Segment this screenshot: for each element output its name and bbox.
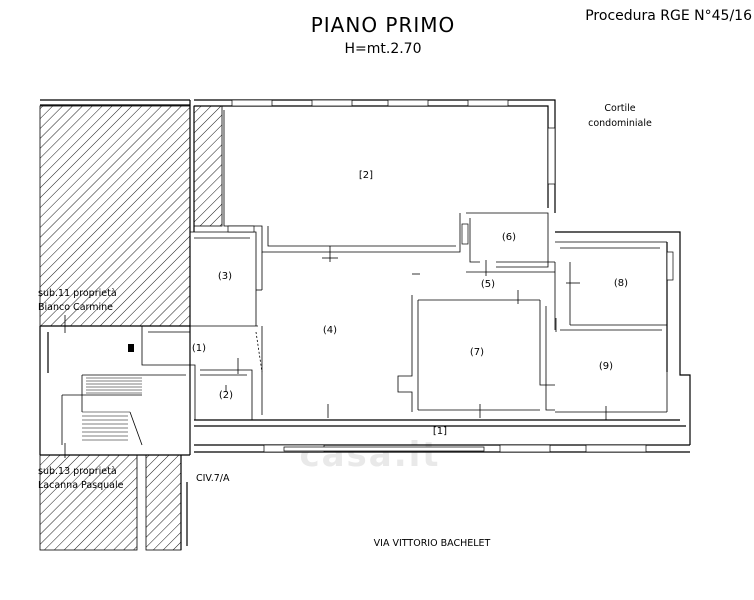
ceiling-height: H=mt.2.70: [344, 41, 421, 57]
room-label-9: (9): [599, 361, 613, 372]
room-label-6: (6): [502, 232, 516, 243]
neighbor-north-line2: Bianco Carmine: [38, 302, 113, 313]
courtyard-label-line2: condominiale: [588, 118, 652, 129]
room-label-7: (7): [470, 347, 484, 358]
neighbor-south-line2: Lacanna Pasquale: [38, 480, 124, 491]
plan-title: PIANO PRIMO: [311, 13, 456, 37]
room-label-8: (8): [614, 278, 628, 289]
courtyard-label-line1: Cortile: [604, 103, 635, 114]
street-name: VIA VITTORIO BACHELET: [374, 538, 491, 549]
neighbor-north-line1: sub.11 proprietà: [38, 288, 117, 299]
stair-steps: [82, 377, 142, 441]
door-marks: [64, 246, 607, 458]
watermark-logo: casa.it: [299, 435, 440, 475]
room-label-5: (5): [481, 279, 495, 290]
procedure-number: Procedura RGE N°45/16: [585, 8, 752, 24]
room-label-1: (1): [192, 343, 206, 354]
room-label-2-small: (2): [219, 390, 233, 401]
interior-walls: [61, 110, 668, 446]
neighbor-south-line1: sub.13 proprietà: [38, 466, 117, 477]
civic-number: CIV.7/A: [196, 473, 230, 484]
windows: [227, 99, 674, 453]
room-label-2-main: [2]: [359, 170, 373, 181]
room-label-3: (3): [218, 271, 232, 282]
balcony-label-1: [1]: [433, 426, 447, 437]
room-label-4: (4): [323, 325, 337, 336]
